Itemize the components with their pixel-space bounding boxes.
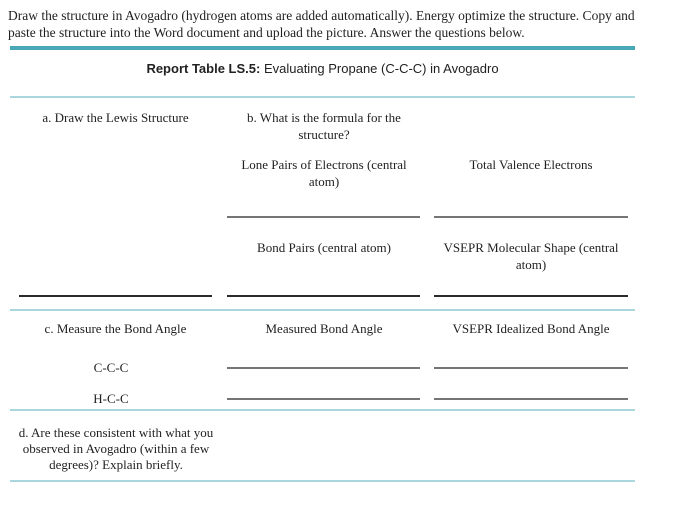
angle-ccc-label: C-C-C	[93, 360, 129, 375]
answer-blank-ccc-measured	[227, 367, 420, 369]
report-table-title-label: Report Table LS.5:	[146, 61, 261, 76]
total-valence-label: Total Valence Electrons	[469, 157, 593, 172]
question-c-label: c. Measure the Bond Angle	[44, 321, 187, 336]
report-table-title-text: Evaluating Propane (C-C-C) in Avogadro	[260, 61, 499, 76]
answer-blank-lewis-structure	[19, 295, 212, 297]
angle-hcc-label: H-C-C	[93, 391, 129, 406]
vsepr-shape-label: VSEPR Molecular Shape (central atom)	[443, 240, 619, 272]
section-c-divider-rule	[10, 409, 635, 411]
measured-angle-label: Measured Bond Angle	[265, 321, 383, 336]
question-a-label: a. Draw the Lewis Structure	[42, 110, 189, 125]
section-ab-divider-rule	[10, 309, 635, 311]
answer-blank-vsepr-shape	[434, 295, 628, 297]
answer-blank-total-valence	[434, 216, 628, 218]
header-underline-rule	[10, 96, 635, 98]
question-d-label: d. Are these consistent with what you ob…	[18, 425, 214, 472]
answer-blank-hcc-measured	[227, 398, 420, 400]
report-table-title: Report Table LS.5: Evaluating Propane (C…	[10, 61, 635, 76]
lone-pairs-label: Lone Pairs of Electrons (central atom)	[241, 157, 407, 189]
top-rule	[10, 46, 635, 50]
bond-pairs-label: Bond Pairs (central atom)	[257, 240, 391, 255]
vsepr-ideal-angle-label: VSEPR Idealized Bond Angle	[452, 321, 610, 336]
answer-blank-lone-pairs	[227, 216, 420, 218]
answer-blank-hcc-ideal	[434, 398, 628, 400]
answer-blank-ccc-ideal	[434, 367, 628, 369]
intro-paragraph: Draw the structure in Avogadro (hydrogen…	[8, 8, 635, 40]
bottom-rule	[10, 480, 635, 482]
answer-blank-bond-pairs	[227, 295, 420, 297]
question-b-label: b. What is the formula for the structure…	[247, 110, 401, 142]
